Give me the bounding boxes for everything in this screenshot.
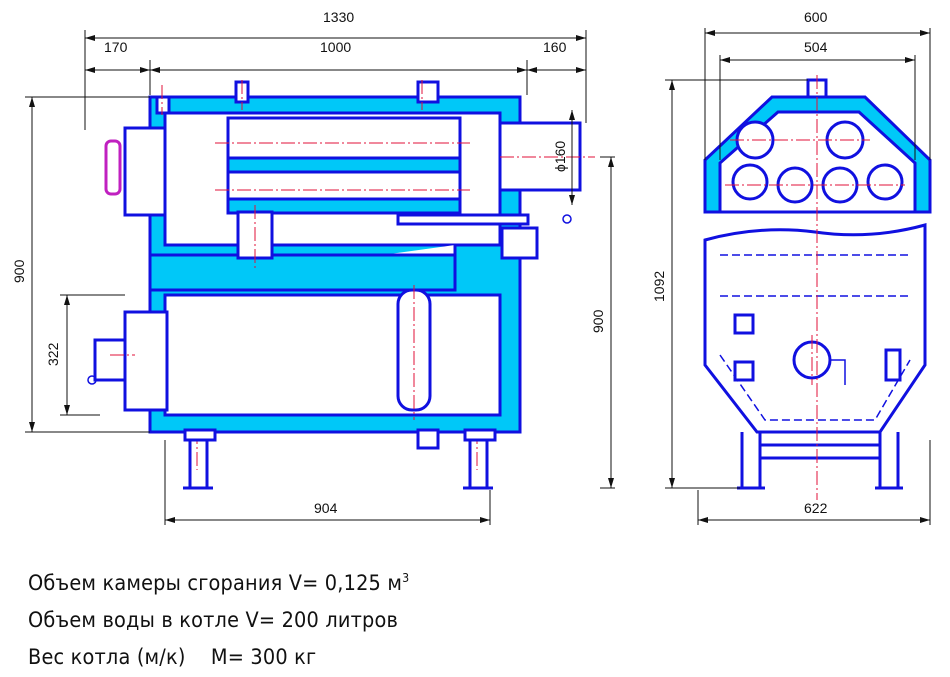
- dim-622: 622: [804, 500, 828, 516]
- note-water-volume: Объем воды в котле V= 200 литров: [28, 608, 399, 632]
- front-dimensions: 1330 170 1000 160 900 322 900 904 ϕ160: [11, 9, 615, 525]
- unit-exponent: 3: [402, 571, 410, 585]
- dim-1092: 1092: [651, 271, 667, 302]
- dim-170: 170: [104, 39, 128, 55]
- dim-900-left: 900: [11, 259, 27, 283]
- dim-phi160: ϕ160: [552, 141, 568, 172]
- door-handle[interactable]: [104, 139, 122, 196]
- dim-904: 904: [314, 500, 338, 516]
- dim-600: 600: [804, 9, 828, 25]
- note-weight: Вес котла (м/к) M= 300 кг: [28, 645, 317, 669]
- ash-door[interactable]: [123, 310, 169, 412]
- dim-1000: 1000: [320, 39, 351, 55]
- note-combustion-volume: Объем камеры сгорания V= 0,125 м3: [28, 560, 409, 602]
- note-text: Объем камеры сгорания V= 0,125 м: [28, 571, 403, 595]
- dim-900-right: 900: [590, 309, 606, 333]
- legs: [183, 432, 493, 490]
- dim-504: 504: [804, 39, 828, 55]
- side-body-cutaway: [703, 223, 927, 434]
- front-view: [87, 80, 595, 490]
- dim-1330: 1330: [323, 9, 354, 25]
- loading-door[interactable]: [123, 126, 167, 217]
- side-view: [703, 75, 932, 500]
- side-legs: [737, 432, 903, 490]
- dim-322: 322: [45, 342, 61, 366]
- baffle-plate: [148, 253, 457, 292]
- side-dimensions: 600 504 1092 622: [651, 9, 931, 525]
- dim-160: 160: [543, 39, 567, 55]
- specifications-notes: Объем камеры сгорания V= 0,125 м3 Объем …: [28, 560, 409, 676]
